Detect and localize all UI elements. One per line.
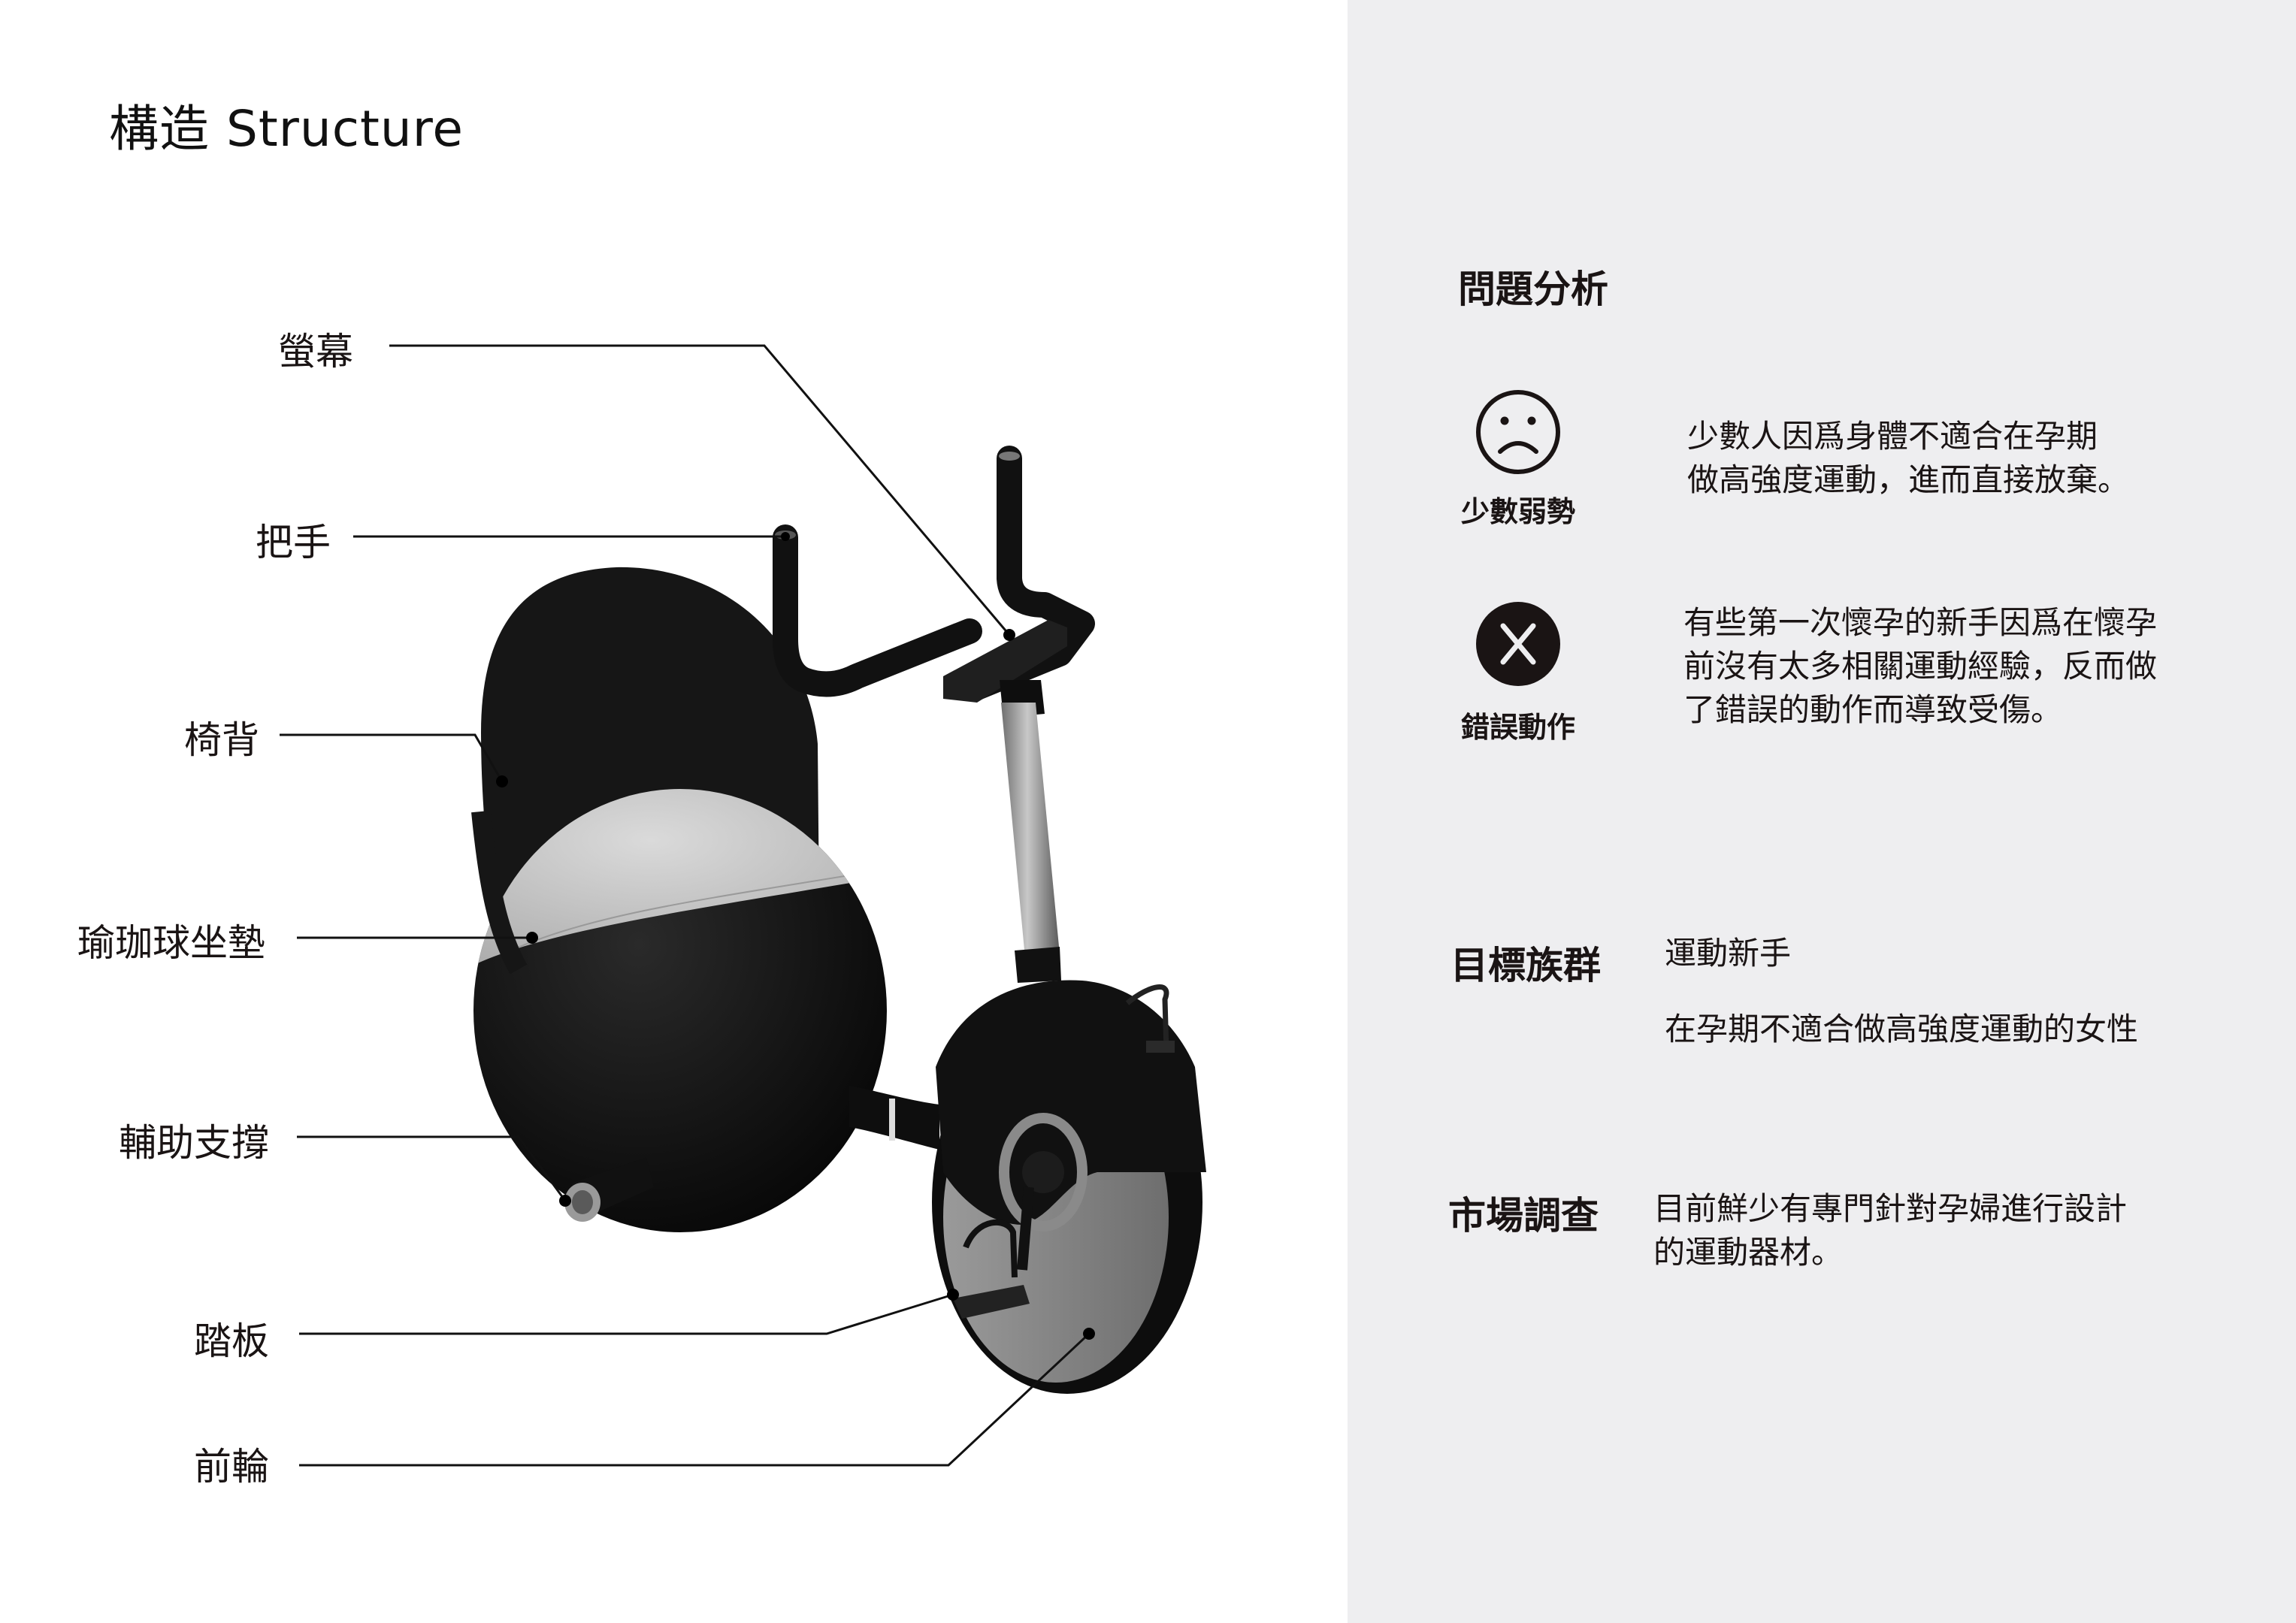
analysis-panel: 問題分析 少數弱勢 少數人因爲身體不適合在孕期 做高強度運動，進而直接放棄。 錯… <box>1348 0 2296 1623</box>
sad-face-icon <box>1476 390 1560 474</box>
callout-yoga-ball-seat: 瑜珈球坐墊 <box>77 921 265 965</box>
steering-pole <box>1001 703 1060 958</box>
exercise-bike-illustration <box>280 344 1206 1467</box>
wrong-movement-label: 錯誤動作 <box>1460 711 1575 744</box>
front-wheel <box>932 980 1206 1394</box>
callout-support: 輔助支撐 <box>119 1121 269 1165</box>
minority-label: 少數弱勢 <box>1460 495 1575 528</box>
callout-seat-back: 椅背 <box>184 718 259 762</box>
market-research-text: 目前鮮少有專門針對孕婦進行設計 的運動器材。 <box>1653 1190 2128 1271</box>
target-group-heading: 目標族群 <box>1451 944 1601 987</box>
callout-screen: 螢幕 <box>278 330 353 373</box>
target-group-item: 運動新手 <box>1665 935 1792 972</box>
callout-front-wheel: 前輪 <box>194 1445 269 1489</box>
callout-handlebar: 把手 <box>256 521 331 564</box>
leader-lines <box>280 344 1091 1467</box>
handlebar <box>773 446 1095 718</box>
x-circle-icon <box>1476 602 1560 686</box>
problem-analysis-heading: 問題分析 <box>1458 267 1608 311</box>
support-foot <box>564 1157 654 1222</box>
structure-panel: 構造 Structure <box>77 100 1206 1489</box>
callout-pedal: 踏板 <box>194 1319 269 1363</box>
wrong-movement-description: 有些第一次懷孕的新手因爲在懷孕 前沒有太多相關運動經驗，反而做 了錯誤的動作而導… <box>1683 604 2158 728</box>
page-title: 構造 Structure <box>109 100 464 158</box>
pedal <box>953 1186 1034 1319</box>
target-group-item: 在孕期不適合做高強度運動的女性 <box>1665 1011 2139 1047</box>
minority-description: 少數人因爲身體不適合在孕期 做高強度運動，進而直接放棄。 <box>1687 418 2130 498</box>
market-research-heading: 市場調查 <box>1448 1194 1599 1238</box>
yoga-ball-seat <box>471 789 887 1232</box>
